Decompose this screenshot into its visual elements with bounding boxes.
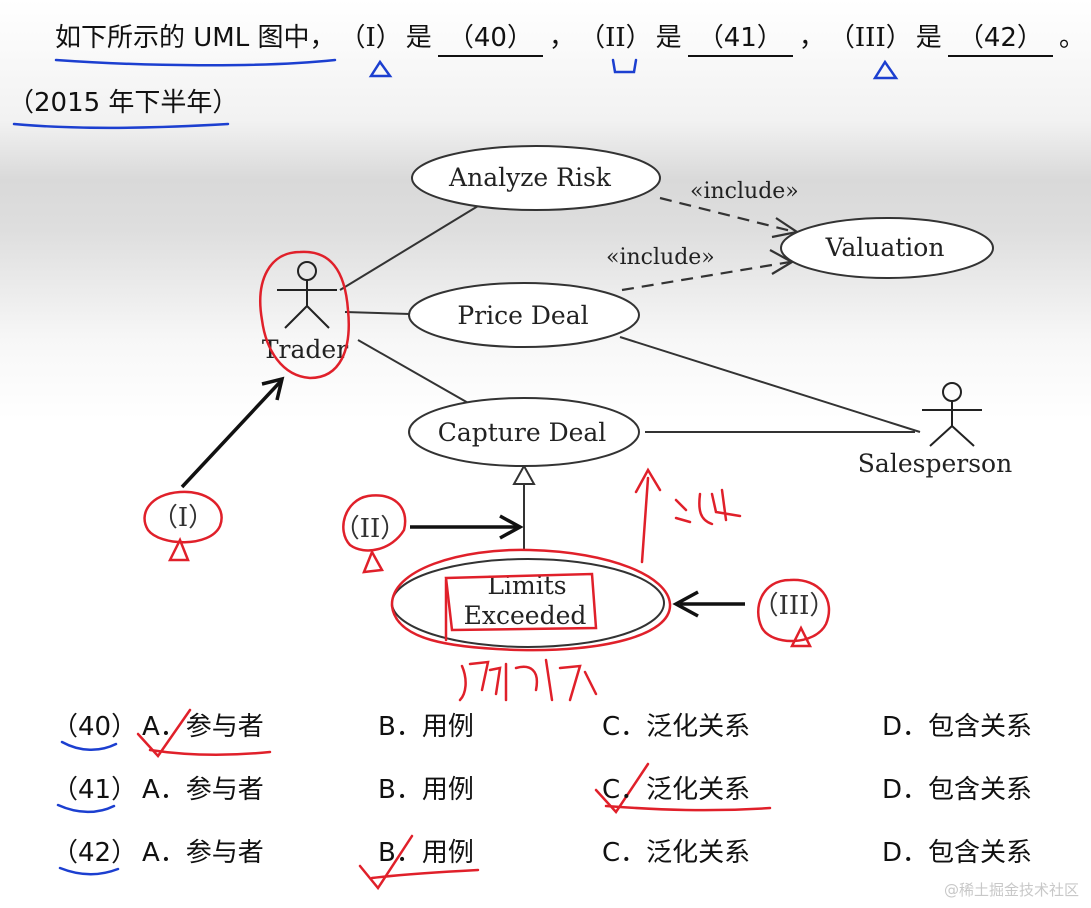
trader-head-icon (297, 261, 317, 281)
triangle-marker-i (167, 536, 190, 562)
check-41c (594, 762, 650, 815)
include-label-1: «include» (690, 179, 799, 204)
roman-marker-1: （I） (339, 23, 402, 53)
label-exceeded: Exceeded (464, 601, 587, 630)
option-a[interactable]: A．参与者 (142, 838, 264, 868)
blue-annotations (12, 58, 899, 876)
use-case-analyze-risk (411, 145, 661, 211)
option-c[interactable]: C．泛化关系 (602, 775, 751, 805)
diagram-markers: （I） （II） （III） (152, 503, 836, 621)
option-row-40: （40） A．参与者 B．用例 C．泛化关系 D．包含关系 (0, 700, 1091, 746)
underline-year (12, 122, 230, 130)
use-case-ellipses (391, 145, 994, 648)
blank-40: （40） (437, 21, 544, 57)
option-b[interactable]: B．用例 (378, 775, 474, 805)
circle-marker-ii (342, 494, 407, 552)
generalization-arrow-up (640, 476, 650, 564)
roman-marker-2: （II） (579, 23, 652, 53)
roman-marker-3: （III） (828, 23, 912, 53)
option-d[interactable]: D．包含关系 (882, 838, 1033, 868)
circle-trader (259, 250, 350, 380)
option-c[interactable]: C．泛化关系 (602, 712, 751, 742)
cup-mark-2 (611, 58, 638, 74)
triangle-marker-ii (362, 549, 385, 574)
triangle-marker-iii (789, 625, 813, 648)
include-dependencies (621, 196, 796, 292)
actor-trader (277, 261, 337, 329)
use-case-valuation (780, 217, 994, 279)
marker-iii: （III） (753, 591, 836, 621)
option-d[interactable]: D．包含关系 (882, 712, 1033, 742)
generalization-arrowhead (512, 463, 536, 485)
blank-42: （42） (947, 21, 1053, 57)
use-case-labels: Analyze Risk Valuation Price Deal Captur… (438, 163, 945, 630)
label-capture-deal: Capture Deal (438, 418, 607, 447)
exam-year: （2015 年下半年） (8, 88, 239, 118)
period: 。 (1059, 23, 1086, 53)
triangle-mark-3 (872, 59, 899, 80)
red-annotations (136, 250, 831, 891)
handwritten-note-generalization (674, 488, 742, 526)
option-b[interactable]: B．用例 (378, 838, 474, 868)
underline-question (54, 58, 337, 67)
use-case-capture-deal (408, 397, 640, 467)
option-number: （41） (52, 775, 138, 805)
salesperson-head-icon (942, 382, 962, 402)
actor-label-salesperson: Salesperson (858, 449, 1012, 478)
option-number: （40） (52, 712, 138, 742)
is-word-2: 是 (655, 23, 682, 53)
option-number: （42） (52, 838, 138, 868)
comma-1: ， (549, 23, 576, 53)
comma-2: ， (798, 23, 825, 53)
circle-limits-exceeded (390, 548, 672, 652)
triangle-mark-1 (368, 59, 393, 78)
option-d[interactable]: D．包含关系 (882, 775, 1033, 805)
label-analyze-risk: Analyze Risk (448, 163, 612, 192)
check-40a (136, 708, 192, 759)
use-case-price-deal (408, 282, 640, 348)
include-label-2: «include» (606, 245, 715, 270)
is-word-3: 是 (915, 23, 942, 53)
is-word-1: 是 (405, 23, 432, 53)
label-valuation: Valuation (825, 233, 945, 262)
circle-marker-iii (757, 578, 831, 643)
pointer-arrows (180, 376, 745, 618)
handwritten-note-extend (458, 658, 598, 702)
watermark: @稀土掘金技术社区 (943, 881, 1079, 899)
underline-40 (60, 740, 118, 751)
box-limits-exceeded (444, 572, 598, 632)
option-a[interactable]: A．参与者 (142, 712, 264, 742)
check-42b (358, 834, 414, 891)
option-c[interactable]: C．泛化关系 (602, 838, 751, 868)
circle-marker-i (143, 490, 223, 544)
underline-42 (58, 866, 120, 876)
option-row-42: （42） A．参与者 B．用例 C．泛化关系 D．包含关系 (0, 826, 1091, 872)
question-text: 如下所示的 UML 图中， （I） 是 （40） ， （II） 是 （41） ，… (55, 18, 1085, 58)
actor-label-trader: Trader (262, 335, 348, 364)
option-a[interactable]: A．参与者 (142, 775, 264, 805)
question-prefix: 如下所示的 UML 图中， (55, 23, 336, 53)
option-row-41: （41） A．参与者 B．用例 C．泛化关系 D．包含关系 (0, 763, 1091, 809)
blank-41: （41） (687, 21, 793, 57)
option-b[interactable]: B．用例 (378, 712, 474, 742)
marker-i: （I） (152, 503, 214, 533)
association-lines (339, 205, 921, 550)
actor-salesperson (922, 382, 982, 447)
label-price-deal: Price Deal (457, 301, 588, 330)
underline-41 (56, 803, 116, 814)
